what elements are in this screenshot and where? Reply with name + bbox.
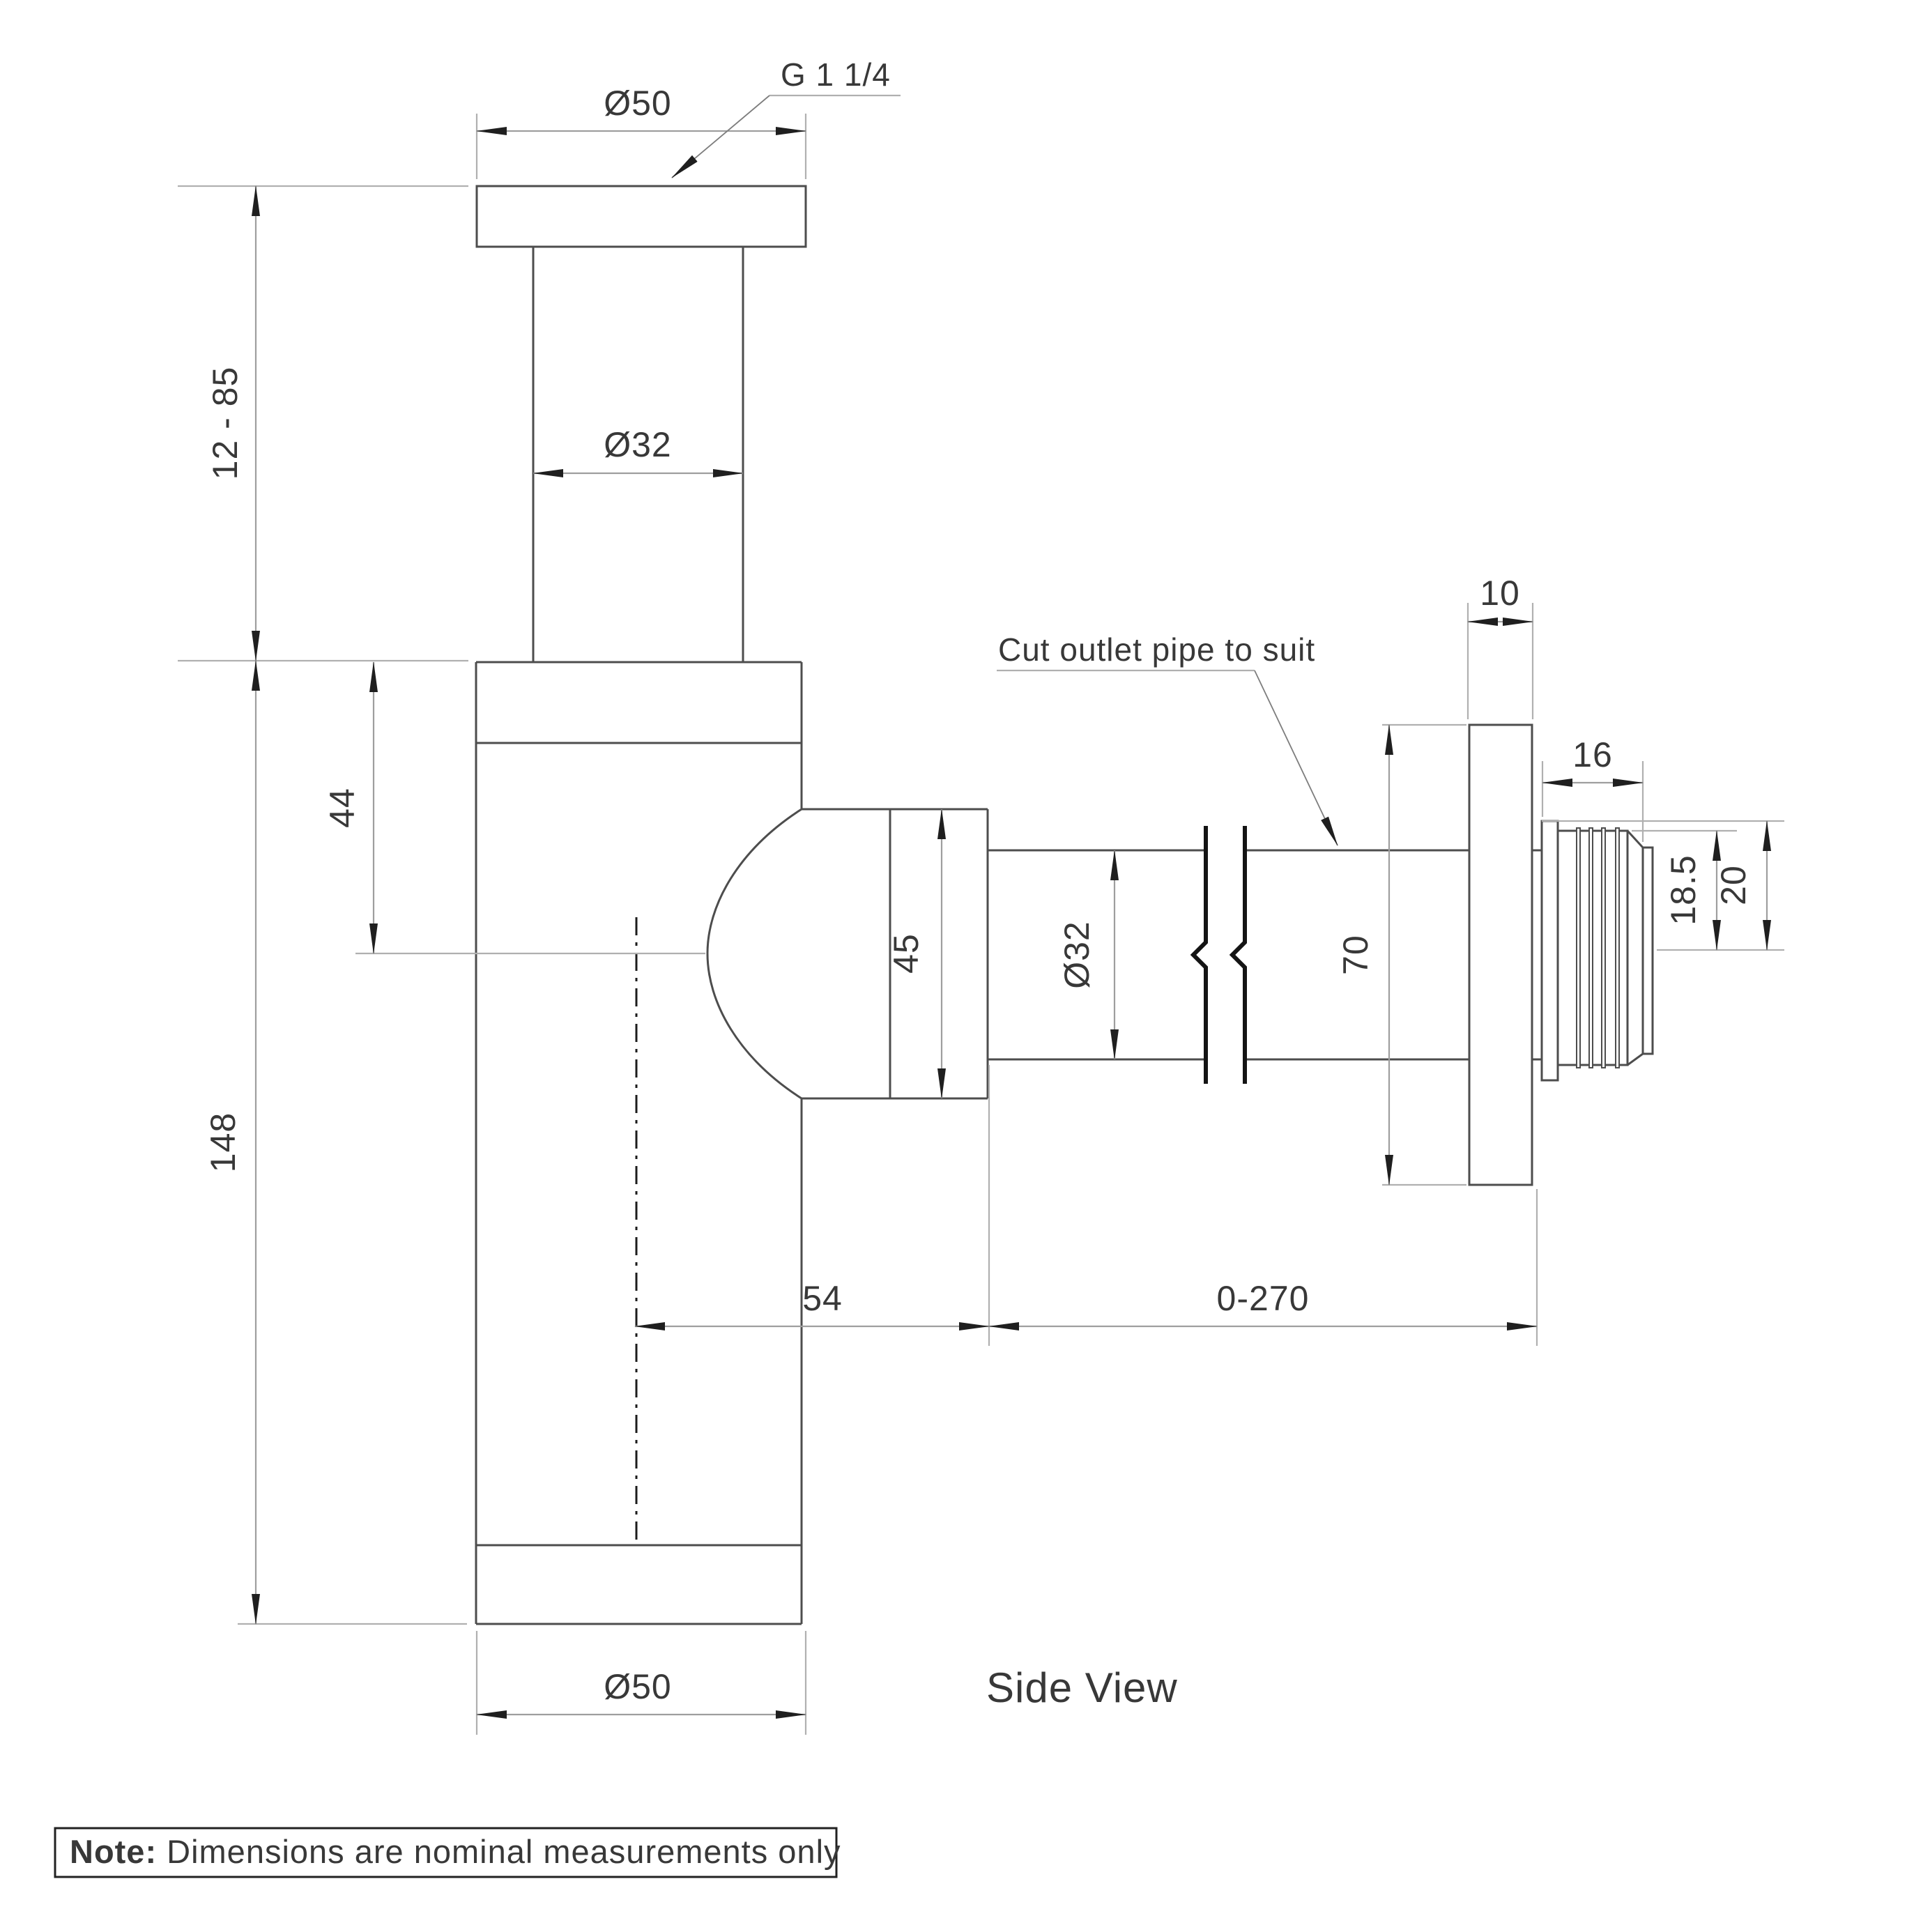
- trap-structure: [475, 185, 1654, 1625]
- outlet-boss-outline: [706, 808, 989, 1100]
- note-prefix: Note:: [70, 1833, 157, 1870]
- dim-label-body-height: 148: [204, 1112, 243, 1172]
- dim-inlet-height-range: 12 - 85: [178, 185, 468, 662]
- dim-label-bottom-od: Ø50: [604, 1667, 672, 1706]
- wall-flange-outline: [1468, 723, 1533, 1186]
- dim-label-top-od: Ø50: [604, 84, 672, 123]
- dim-thread-radius: 18.5: [1632, 829, 1784, 951]
- dim-body-height: 148: [204, 660, 467, 1625]
- dim-label-collar-half: 20: [1714, 865, 1753, 905]
- thread-spec-callout: G 1 1/4: [671, 56, 901, 178]
- dim-label-flange-od: 70: [1336, 935, 1375, 975]
- dim-bottom-diameter: Ø50: [475, 1631, 807, 1735]
- thread-ribs: [1576, 827, 1620, 1068]
- dim-label-outlet-nut: 45: [887, 933, 926, 974]
- tail-end-cap: [1626, 829, 1654, 1066]
- view-title: Side View: [986, 1664, 1178, 1711]
- dim-label-top-to-outlet-center: 44: [323, 788, 362, 828]
- thread-spec-label: G 1 1/4: [781, 56, 891, 93]
- body-outlet-intersection-curve: [706, 808, 802, 1100]
- dim-label-center-to-nut: 54: [802, 1279, 843, 1318]
- note-box: Note: Dimensions are nominal measurement…: [54, 1827, 841, 1878]
- dim-label-thread-half: 18.5: [1664, 854, 1703, 925]
- dim-outlet-reach: 0-270: [988, 1189, 1538, 1346]
- dim-flange-height: 70: [1336, 723, 1466, 1186]
- dim-label-flange-thickness: 10: [1480, 574, 1520, 613]
- dim-label-inlet-height-range: 12 - 85: [206, 367, 245, 480]
- bottle-body-outline: [475, 661, 803, 1625]
- dim-flange-thickness: 10: [1466, 574, 1534, 719]
- note-body: Dimensions are nominal measurements only: [157, 1833, 841, 1870]
- dim-outlet-diameter: Ø32: [1057, 850, 1119, 1060]
- note-text: Note: Dimensions are nominal measurement…: [70, 1833, 841, 1870]
- dim-label-outlet-od: Ø32: [1057, 921, 1096, 989]
- pipe-break-symbol: [1190, 826, 1247, 1084]
- dim-inlet-diameter: Ø32: [533, 425, 744, 477]
- dim-label-thread-length: 16: [1572, 735, 1613, 774]
- inlet-flange-outline: [475, 185, 807, 248]
- dim-outlet-nut: 45: [887, 808, 946, 1099]
- dim-top-to-outlet-center: 44: [323, 661, 705, 955]
- dim-label-outlet-reach: 0-270: [1217, 1279, 1310, 1318]
- dim-center-to-nut: 54: [634, 1065, 990, 1346]
- dim-top-diameter: Ø50: [475, 84, 807, 179]
- outlet-note-callout: Cut outlet pipe to suit: [997, 631, 1338, 846]
- tail-collar-outline: [1540, 820, 1559, 1082]
- dim-label-inlet-od: Ø32: [604, 425, 672, 464]
- outlet-note-label: Cut outlet pipe to suit: [998, 631, 1315, 668]
- dim-thread-length: 16: [1541, 735, 1644, 842]
- dim-collar-radius: 20: [1542, 820, 1784, 951]
